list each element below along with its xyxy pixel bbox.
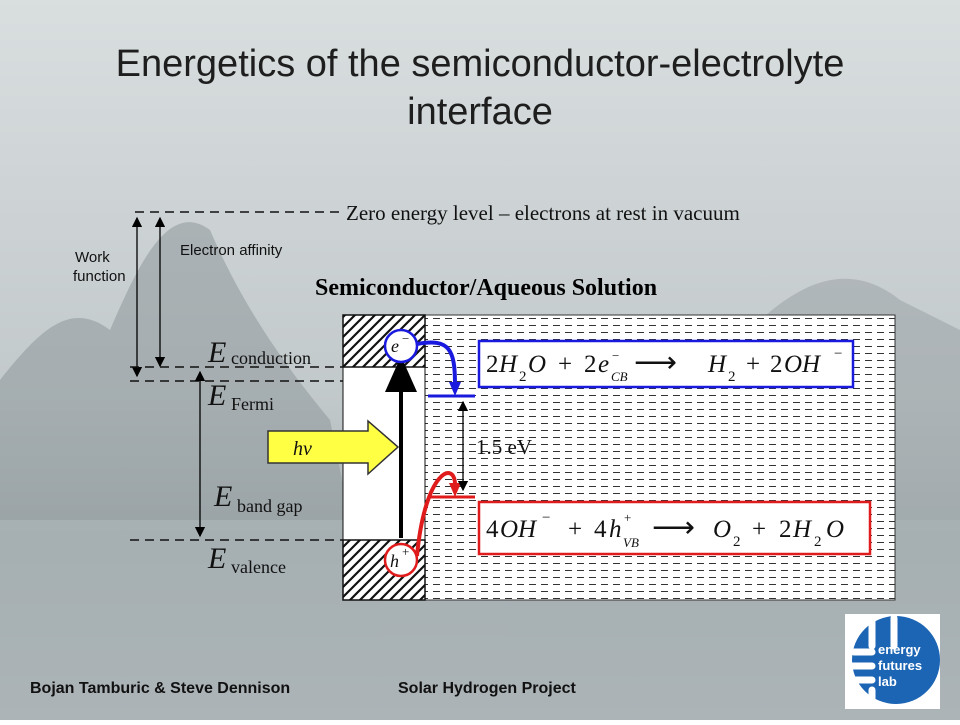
- oxidation-reaction-box: [477, 500, 872, 556]
- svg-text:H: H: [707, 351, 728, 378]
- electron-label: e: [391, 336, 399, 356]
- footer-authors: Bojan Tamburic & Steve Dennison: [30, 680, 291, 697]
- e-valence-label: E valence: [207, 542, 286, 577]
- svg-text:2: 2: [779, 516, 792, 543]
- svg-text:energy: energy: [878, 642, 921, 657]
- panel-heading: Semiconductor/Aqueous Solution: [315, 275, 657, 301]
- svg-text:+: +: [624, 510, 631, 525]
- energy-futures-lab-logo: energy futures lab: [845, 614, 940, 709]
- reduction-reaction-box: [477, 339, 855, 389]
- footer-project: Solar Hydrogen Project: [398, 680, 576, 697]
- svg-text:OH: OH: [784, 351, 822, 378]
- photon-label: hν: [293, 438, 312, 460]
- svg-text:band gap: band gap: [237, 496, 302, 516]
- svg-text:lab: lab: [878, 674, 897, 689]
- svg-text:2: 2: [486, 351, 499, 378]
- slide-title-line-2: interface: [407, 91, 553, 133]
- electron-transfer-curve: [416, 340, 457, 386]
- hole-transfer-curve: [415, 471, 457, 557]
- svg-text:futures: futures: [878, 658, 922, 673]
- svg-text:4: 4: [486, 516, 499, 543]
- svg-text:−: −: [542, 510, 550, 526]
- svg-text:O: O: [713, 516, 731, 543]
- svg-text:VB: VB: [623, 535, 639, 550]
- svg-text:4: 4: [594, 516, 607, 543]
- svg-text:+: +: [752, 516, 766, 543]
- svg-text:E: E: [213, 480, 232, 513]
- electron-transfer-arrowhead: [449, 382, 461, 396]
- electron-affinity-label: Electron affinity: [180, 242, 283, 259]
- hole-charge: +: [402, 544, 409, 559]
- svg-text:⟶: ⟶: [652, 511, 695, 544]
- svg-text:2: 2: [814, 534, 822, 550]
- svg-text:OH: OH: [500, 516, 538, 543]
- svg-text:2: 2: [584, 351, 597, 378]
- slide-title-line-1: Energetics of the semiconductor-electrol…: [115, 43, 845, 85]
- svg-text:Fermi: Fermi: [231, 394, 274, 414]
- zero-level-label: Zero energy level – electrons at rest in…: [346, 201, 740, 225]
- reduction-reaction: 2 H 2 O + 2 e − CB ⟶ H 2 + 2 OH −: [486, 346, 842, 385]
- svg-text:2: 2: [728, 369, 736, 385]
- svg-text:+: +: [558, 351, 572, 378]
- svg-text:⟶: ⟶: [634, 346, 677, 379]
- svg-text:H: H: [792, 516, 813, 543]
- e-fermi-label: E Fermi: [207, 379, 274, 414]
- svg-text:2: 2: [770, 351, 783, 378]
- e-conduction-label: E conduction: [207, 336, 311, 369]
- svg-text:2: 2: [733, 534, 741, 550]
- svg-text:+: +: [746, 351, 760, 378]
- svg-text:E: E: [207, 542, 226, 575]
- electron-charge: −: [402, 331, 409, 346]
- work-function-label-2: function: [73, 268, 126, 285]
- photon-arrow-icon: [267, 419, 400, 476]
- oxidation-reaction: 4 OH − + 4 h + VB ⟶ O 2 + 2 H 2 O: [486, 510, 844, 550]
- slide-title: Energetics of the semiconductor-electrol…: [40, 40, 920, 136]
- svg-text:E: E: [207, 379, 226, 412]
- svg-text:CB: CB: [611, 369, 628, 384]
- svg-text:O: O: [826, 516, 844, 543]
- svg-text:h: h: [609, 516, 622, 543]
- hole-label: h: [390, 551, 399, 571]
- svg-text:O: O: [528, 351, 546, 378]
- svg-text:−: −: [612, 348, 619, 363]
- gap-energy-label: 1.5 eV: [476, 435, 532, 459]
- electron-icon: [383, 328, 419, 364]
- svg-text:valence: valence: [231, 557, 286, 577]
- svg-text:H: H: [498, 351, 519, 378]
- svg-text:E: E: [207, 336, 226, 369]
- svg-text:conduction: conduction: [231, 348, 311, 368]
- svg-text:−: −: [834, 346, 842, 362]
- e-band-gap-label: E band gap: [213, 480, 302, 516]
- svg-text:+: +: [568, 516, 582, 543]
- svg-text:e: e: [598, 351, 609, 378]
- work-function-label-1: Work: [75, 249, 110, 266]
- svg-text:2: 2: [519, 369, 527, 385]
- hole-icon: [383, 542, 419, 578]
